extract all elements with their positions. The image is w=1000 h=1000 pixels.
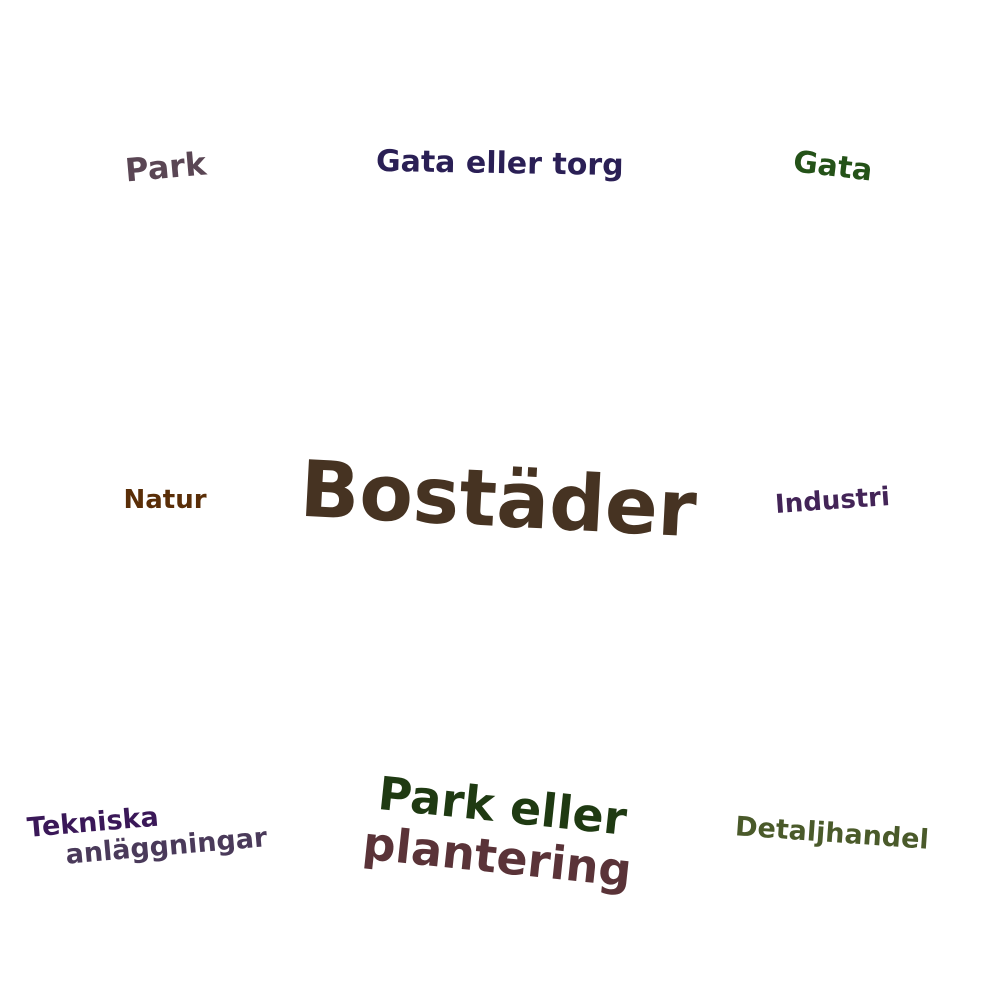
word-gata: Gata: [790, 144, 874, 189]
word-gata-eller-torg: Gata eller torg: [375, 143, 624, 184]
word-line: Gata eller torg: [375, 143, 624, 184]
word-line: Industri: [773, 482, 891, 520]
word-line: Park: [122, 144, 208, 190]
word-line: Bostäder: [297, 444, 699, 556]
word-line: Gata: [790, 144, 874, 189]
word-detaljhandel: Detaljhandel: [734, 810, 930, 856]
word-park: Park: [122, 144, 208, 190]
word-line: Natur: [123, 485, 207, 515]
word-line: Detaljhandel: [734, 810, 930, 856]
word-tekniska-anlaggningar: Tekniska anläggningar: [26, 793, 269, 870]
word-natur: Natur: [124, 487, 207, 513]
word-bostader: Bostäder: [297, 444, 699, 556]
word-industri: Industri: [773, 482, 891, 520]
word-park-eller-plantering: Park eller plantering: [360, 766, 641, 897]
